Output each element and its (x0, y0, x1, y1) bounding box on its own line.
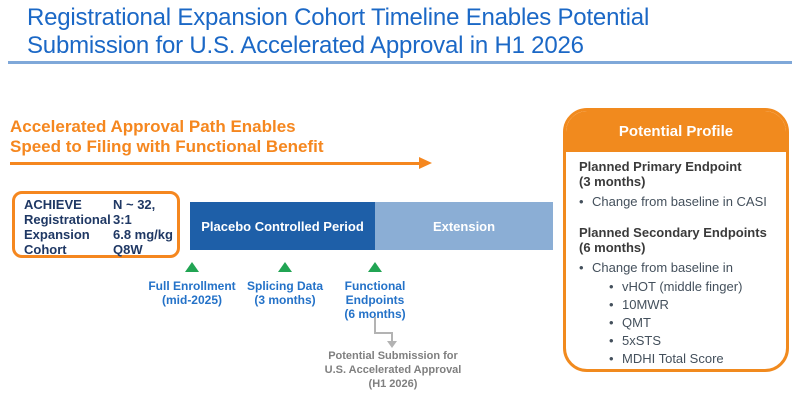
secondary-endpoints-sub-list: • vHOT (middle finger) • 10MWR • QMT • 5… (609, 277, 778, 367)
cohort-name-line: Registrational (24, 212, 111, 227)
accelerated-path-heading: Accelerated Approval Path Enables Speed … (10, 117, 324, 157)
milestone-line: Endpoints (345, 293, 405, 307)
submission-note-line: (H1 2026) (368, 378, 418, 390)
profile-panel-body: Planned Primary Endpoint (3 months) • Ch… (566, 152, 786, 367)
primary-endpoint-bullet-text: Change from baseline in CASI (592, 194, 767, 209)
cohort-name-line: ACHIEVE (24, 197, 82, 212)
submission-connector-line (374, 332, 393, 334)
sub-bullet-text: QMT (622, 314, 651, 330)
sub-bullet-text: vHOT (middle finger) (622, 278, 743, 294)
page-title: Registrational Expansion Cohort Timeline… (27, 4, 777, 60)
cohort-detail-line: N ~ 32, 3:1 (113, 197, 156, 227)
cohort-info-box: ACHIEVE Registrational Expansion Cohort … (12, 191, 180, 258)
milestone-line: (mid-2025) (161, 293, 223, 307)
milestone-line: Full Enrollment (148, 279, 236, 293)
primary-endpoint-bullet: • Change from baseline in CASI (579, 194, 778, 209)
spacer (579, 209, 778, 225)
sub-bullet-item: • 10MWR (609, 295, 778, 313)
right-arrow-icon (10, 162, 420, 165)
timeline-bar-extension: Extension (375, 202, 553, 250)
submission-connector-line (374, 317, 376, 334)
primary-endpoint-heading-line2: (3 months) (579, 174, 646, 189)
sub-bullet-text: MDHI Total Score (622, 350, 724, 366)
milestone-marker-icon (368, 262, 382, 272)
title-divider (8, 61, 792, 64)
submission-note-line: U.S. Accelerated Approval (324, 364, 462, 376)
sub-bullet-item: • 5xSTS (609, 331, 778, 349)
sub-bullet-item: • QMT (609, 313, 778, 331)
sub-bullet-item: • vHOT (middle finger) (609, 277, 778, 295)
milestone-line: (3 months) (254, 293, 316, 307)
secondary-endpoints-heading-line2: (6 months) (579, 240, 646, 255)
primary-endpoint-heading-line1: Planned Primary Endpoint (579, 159, 742, 174)
bullet-dot: • (609, 278, 614, 294)
bullet-dot: • (579, 260, 584, 275)
profile-panel: Potential Profile Planned Primary Endpoi… (563, 108, 789, 372)
milestone-line: (6 months) (344, 307, 406, 321)
submission-note-line: Potential Submission for (328, 350, 458, 362)
cohort-detail-line: 6.8 mg/kg (113, 227, 173, 242)
page-title-line1: Registrational Expansion Cohort Timeline… (27, 4, 650, 31)
secondary-endpoints-bullet-text: Change from baseline in (592, 260, 733, 275)
primary-endpoint-heading: Planned Primary Endpoint (3 months) (579, 159, 778, 189)
profile-panel-header: Potential Profile (566, 111, 786, 152)
milestone-line: Splicing Data (246, 279, 323, 293)
bullet-dot: • (609, 332, 614, 348)
down-arrow-icon (387, 341, 397, 348)
timeline-bar-extension-label: Extension (432, 218, 496, 234)
sub-bullet-text: 5xSTS (622, 332, 662, 348)
right-arrow-head-icon (419, 157, 432, 169)
secondary-endpoints-heading-line1: Planned Secondary Endpoints (579, 225, 767, 240)
milestone-marker-icon (278, 262, 292, 272)
bullet-dot: • (609, 296, 614, 312)
cohort-name: ACHIEVE Registrational Expansion Cohort (24, 197, 111, 257)
milestone-marker-icon (185, 262, 199, 272)
cohort-detail-line: Q8W (113, 242, 143, 257)
page-title-line2: Submission for U.S. Accelerated Approval… (27, 32, 584, 59)
profile-panel-title: Potential Profile (618, 123, 734, 140)
cohort-name-line: Expansion (24, 227, 90, 242)
path-heading-line2: Speed to Filing with Functional Benefit (10, 137, 324, 156)
milestone-label-functional-endpoints: Functional Endpoints (6 months) (310, 279, 440, 321)
sub-bullet-item: • MDHI Total Score (609, 349, 778, 367)
cohort-details: N ~ 32, 3:1 6.8 mg/kg Q8W (113, 197, 173, 257)
cohort-name-line: Cohort (24, 242, 67, 257)
milestone-label-full-enrollment: Full Enrollment (mid-2025) (127, 279, 257, 307)
path-heading-line1: Accelerated Approval Path Enables (10, 117, 296, 136)
milestone-label-splicing-data: Splicing Data (3 months) (220, 279, 350, 307)
bullet-dot: • (609, 350, 614, 366)
secondary-endpoints-bullet: • Change from baseline in (579, 260, 778, 275)
submission-connector-line (391, 332, 393, 342)
bullet-dot: • (579, 194, 584, 209)
secondary-endpoints-heading: Planned Secondary Endpoints (6 months) (579, 225, 778, 255)
milestone-line: Functional (344, 279, 406, 293)
sub-bullet-text: 10MWR (622, 296, 669, 312)
timeline-bar-placebo: Placebo Controlled Period (190, 202, 375, 250)
submission-note: Potential Submission for U.S. Accelerate… (303, 349, 483, 391)
bullet-dot: • (609, 314, 614, 330)
timeline-bar-placebo-label: Placebo Controlled Period (201, 218, 364, 234)
